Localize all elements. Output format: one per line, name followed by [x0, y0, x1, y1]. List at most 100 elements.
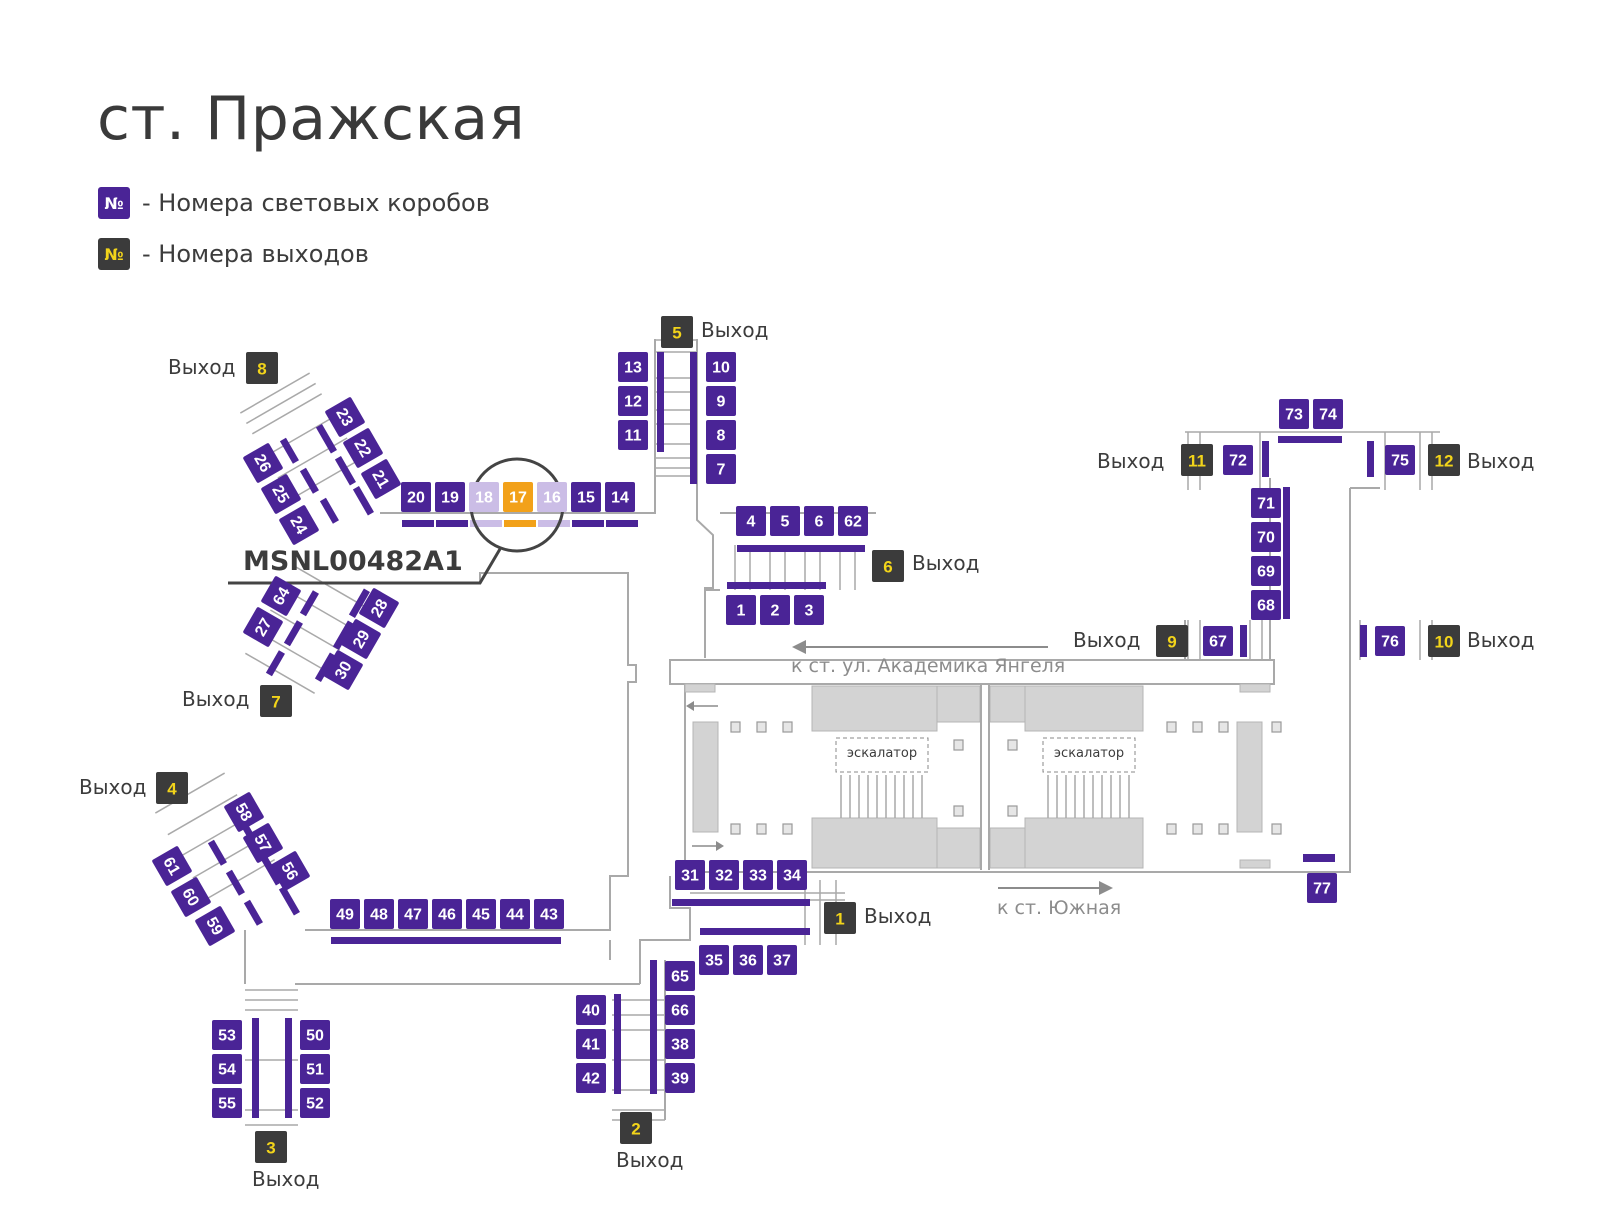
- light-box-number: 33: [749, 868, 767, 885]
- light-box-4: 4: [736, 506, 766, 536]
- light-box-48: 48: [364, 899, 394, 929]
- light-box-number: 43: [540, 907, 558, 924]
- light-box-number: 31: [681, 868, 699, 885]
- exit-8-word: Выход: [168, 355, 235, 379]
- light-box-number: 11: [625, 428, 642, 445]
- light-box-number: 71: [1257, 496, 1275, 513]
- exit-badge-7: 7: [260, 685, 292, 717]
- legend-box-label: - Номера световых коробов: [142, 189, 490, 217]
- light-box-number: 54: [218, 1062, 236, 1079]
- light-box-16: 16: [537, 482, 567, 512]
- light-box-number: 37: [773, 953, 791, 970]
- light-box-32: 32: [709, 860, 739, 890]
- light-box-74: 74: [1313, 399, 1343, 429]
- light-box-number: 75: [1391, 453, 1409, 470]
- light-box-number: 30: [332, 658, 356, 682]
- light-box-number: 40: [582, 1003, 600, 1020]
- light-box-number: 10: [712, 360, 730, 377]
- exit-11-word: Выход: [1097, 449, 1164, 473]
- light-box-66: 66: [665, 995, 695, 1025]
- light-box-72: 72: [1223, 445, 1253, 475]
- light-box-49: 49: [330, 899, 360, 929]
- light-box-60: 60: [171, 877, 211, 917]
- light-box-30: 30: [323, 650, 363, 690]
- light-box-51: 51: [300, 1054, 330, 1084]
- light-box-number: 47: [404, 907, 422, 924]
- light-box-20: 20: [401, 482, 431, 512]
- exit-number: 6: [883, 558, 892, 577]
- light-box-11: 11: [618, 420, 648, 450]
- light-box-number: 50: [306, 1028, 324, 1045]
- light-box-number: 55: [218, 1096, 236, 1113]
- station-hall: эскалатор эскалатор: [684, 640, 1282, 919]
- exit-badge-10: 10: [1428, 625, 1460, 657]
- legend-exit: № - Номера выходов: [98, 238, 369, 270]
- exit-9-word: Выход: [1073, 628, 1140, 652]
- light-box-61: 61: [152, 846, 192, 886]
- light-box-number: 3: [805, 603, 814, 620]
- light-box-number: 12: [624, 394, 642, 411]
- light-box-number: 35: [705, 953, 723, 970]
- exit-5-word: Выход: [701, 318, 768, 342]
- light-box-17: 17: [503, 482, 533, 512]
- light-box-36: 36: [733, 945, 763, 975]
- light-box-number: 4: [747, 514, 756, 531]
- light-box-number: 56: [277, 860, 301, 884]
- light-box-9: 9: [706, 386, 736, 416]
- light-box-number: 7: [717, 462, 726, 479]
- light-box-number: 51: [306, 1062, 324, 1079]
- exit-number: 1: [835, 910, 844, 929]
- light-box-number: 29: [350, 627, 374, 651]
- light-box-13: 13: [618, 352, 648, 382]
- light-box-number: 23: [332, 406, 356, 430]
- exit-words: Выход Выход Выход Выход Выход Выход Выхо…: [79, 318, 1534, 1191]
- light-box-42: 42: [576, 1063, 606, 1093]
- light-box-number: 42: [582, 1071, 600, 1088]
- light-box-65: 65: [665, 961, 695, 991]
- light-box-59: 59: [195, 906, 235, 946]
- pillars: [730, 721, 1282, 835]
- light-box-number: 44: [506, 907, 524, 924]
- light-box-number: 28: [368, 596, 392, 620]
- light-box-number: 26: [250, 452, 274, 476]
- light-box-19: 19: [435, 482, 465, 512]
- light-box-71: 71: [1251, 488, 1281, 518]
- legend-exit-chip: №: [98, 238, 130, 270]
- light-box-31: 31: [675, 860, 705, 890]
- light-box-number: 70: [1257, 530, 1275, 547]
- light-box-27: 27: [243, 607, 283, 647]
- light-box-10: 10: [706, 352, 736, 382]
- light-box-number: 74: [1319, 407, 1337, 424]
- light-box-2: 2: [760, 595, 790, 625]
- light-box-number: 27: [252, 615, 276, 639]
- light-box-43: 43: [534, 899, 564, 929]
- light-box-number: 46: [438, 907, 456, 924]
- light-box-number: 17: [509, 490, 527, 507]
- light-box-5: 5: [770, 506, 800, 536]
- light-box-67: 67: [1203, 626, 1233, 656]
- light-box-number: 21: [368, 468, 392, 492]
- highlight-code: MSNL00482A1: [243, 546, 463, 577]
- exit-badge-3: 3: [255, 1131, 287, 1163]
- light-box-number: 66: [671, 1003, 689, 1020]
- light-box-12: 12: [618, 386, 648, 416]
- light-box-35: 35: [699, 945, 729, 975]
- light-box-number: 68: [1257, 598, 1275, 615]
- light-box-number: 38: [671, 1037, 689, 1054]
- exit-1-word: Выход: [864, 904, 931, 928]
- light-box-40: 40: [576, 995, 606, 1025]
- light-box-number: 2: [771, 603, 780, 620]
- light-box-8: 8: [706, 420, 736, 450]
- exit-number: 11: [1188, 452, 1206, 471]
- light-box-25: 25: [261, 474, 301, 514]
- exit-number: 10: [1435, 633, 1454, 652]
- light-box-34: 34: [777, 860, 807, 890]
- light-box-number: 45: [472, 907, 490, 924]
- light-box-28: 28: [359, 588, 399, 628]
- exit-badge-9: 9: [1156, 625, 1188, 657]
- exit-badge-11: 11: [1181, 444, 1213, 476]
- light-box-number: 73: [1285, 407, 1303, 424]
